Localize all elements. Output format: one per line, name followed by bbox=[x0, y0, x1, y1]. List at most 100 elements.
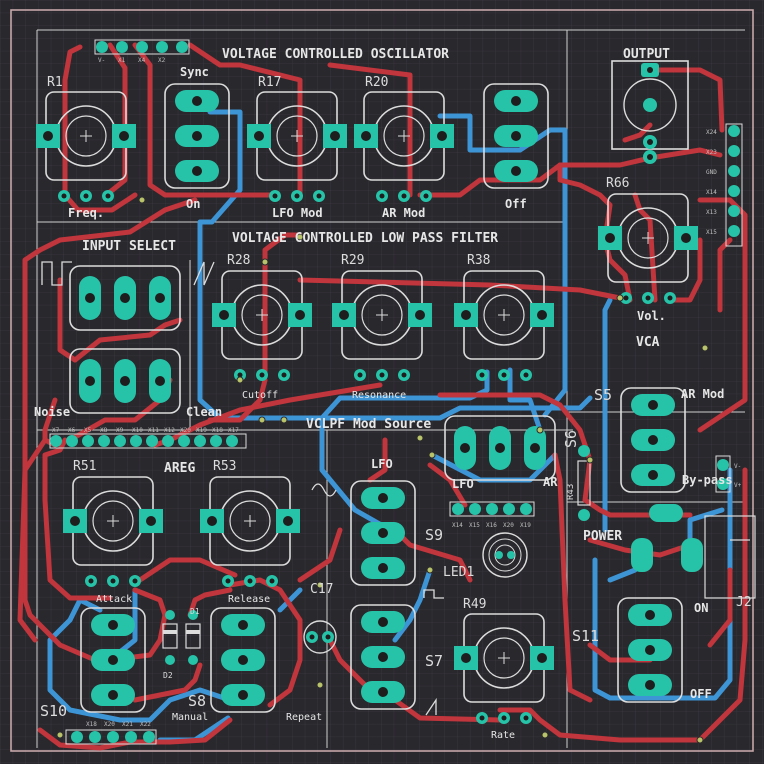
toggle-switches bbox=[80, 83, 686, 713]
label-j2: J2 bbox=[736, 595, 752, 610]
label-off-vco: Off bbox=[505, 197, 527, 211]
label-on: On bbox=[186, 197, 200, 211]
pin-label: X12 bbox=[164, 427, 175, 434]
section-titles: VOLTAGE CONTROLLED OSCILLATOR VOLTAGE CO… bbox=[82, 47, 670, 544]
pin-label: X19 bbox=[196, 427, 207, 434]
label-s5: S5 bbox=[594, 386, 612, 404]
pot-r29 bbox=[332, 270, 432, 381]
pin-label: X9 bbox=[116, 427, 124, 434]
pin-label: V+ bbox=[734, 482, 742, 489]
label-ar-mod-vca: AR Mod bbox=[681, 387, 724, 401]
pin-label: X15 bbox=[469, 522, 480, 529]
pot-r51 bbox=[63, 476, 163, 587]
designator-labels: R1 R17 R20 R28 R29 R38 R66 R51 R53 R49 S… bbox=[40, 75, 752, 720]
label-lfo: LFO bbox=[371, 457, 393, 471]
pin-label: V- bbox=[98, 57, 105, 64]
label-sync: Sync bbox=[180, 65, 209, 79]
switch-s11 bbox=[617, 597, 683, 703]
label-s6: S6 bbox=[562, 430, 580, 448]
label-bypass: By-pass bbox=[682, 473, 733, 487]
label-r51: R51 bbox=[73, 459, 96, 474]
square-pulse-icon bbox=[423, 589, 444, 599]
label-r20: R20 bbox=[365, 75, 388, 90]
label-r38: R38 bbox=[467, 253, 490, 268]
toggle-switches-horizontal bbox=[69, 265, 556, 481]
label-r49: R49 bbox=[463, 597, 486, 612]
switch-s9 bbox=[350, 480, 416, 586]
vclpf-mod-source-title: VCLPF Mod Source bbox=[306, 417, 431, 432]
pin-label: GND bbox=[706, 169, 717, 176]
switch-off-vco bbox=[483, 83, 549, 189]
label-noise: Noise bbox=[34, 405, 70, 419]
pin-label: X19 bbox=[520, 522, 531, 529]
pot-r66 bbox=[598, 193, 698, 304]
label-ar-mod: AR Mod bbox=[382, 206, 425, 220]
label-attack: Attack bbox=[96, 594, 132, 605]
header-top bbox=[94, 39, 190, 55]
waveform-icons bbox=[41, 261, 444, 716]
switch-s6 bbox=[444, 415, 556, 481]
resistor-r43 bbox=[577, 445, 591, 521]
pot-r28 bbox=[212, 270, 312, 381]
label-d1: D1 bbox=[190, 607, 200, 616]
pin-label: X14 bbox=[452, 522, 463, 529]
led bbox=[482, 532, 528, 578]
pot-r20 bbox=[354, 91, 454, 202]
label-c17: C17 bbox=[310, 582, 333, 597]
switch-s7 bbox=[350, 604, 416, 710]
pin-label: X8 bbox=[100, 427, 108, 434]
pin-label: X17 bbox=[228, 427, 239, 434]
pin-label: X5 bbox=[84, 427, 92, 434]
label-s7: S7 bbox=[425, 652, 443, 670]
pin-label: X18 bbox=[86, 721, 97, 728]
label-ar: AR bbox=[543, 475, 558, 489]
pin-label: X18 bbox=[212, 427, 223, 434]
ramp-icon bbox=[425, 697, 437, 716]
switch-s5 bbox=[620, 387, 686, 493]
label-lfo-mod: LFO Mod bbox=[272, 206, 323, 220]
board-outline bbox=[10, 9, 754, 752]
label-s9: S9 bbox=[425, 526, 443, 544]
label-release: Release bbox=[228, 594, 270, 605]
vca-title: VCA bbox=[636, 335, 660, 350]
pin-label: X20 bbox=[104, 721, 115, 728]
pin-label: X11 bbox=[148, 427, 159, 434]
pin-label: X7 bbox=[52, 427, 60, 434]
traces-front bbox=[17, 42, 748, 751]
label-r53: R53 bbox=[213, 459, 236, 474]
pin-label: X20 bbox=[503, 522, 514, 529]
pin-label: X4 bbox=[138, 57, 146, 64]
pot-r38 bbox=[454, 270, 554, 381]
header-lfo bbox=[449, 501, 535, 517]
pin-label: X10 bbox=[132, 427, 143, 434]
pin-label: X16 bbox=[486, 522, 497, 529]
bypass-pads bbox=[631, 504, 703, 572]
header-bottom bbox=[65, 729, 157, 745]
label-lfo-ar: LFO bbox=[452, 477, 474, 491]
switch-s8 bbox=[210, 607, 276, 713]
label-repeat: Repeat bbox=[286, 712, 322, 723]
pin-label: X23 bbox=[706, 149, 717, 156]
label-r28: R28 bbox=[227, 253, 250, 268]
pin-headers bbox=[49, 39, 743, 745]
header-right bbox=[725, 123, 743, 247]
switch-input-select-top bbox=[69, 265, 181, 331]
pin-label: X15 bbox=[706, 229, 717, 236]
label-rate: Rate bbox=[491, 730, 515, 741]
pin-label: X1 bbox=[118, 57, 126, 64]
label-vol: Vol. bbox=[637, 309, 666, 323]
pot-r49 bbox=[454, 613, 554, 724]
label-s11: S11 bbox=[572, 627, 599, 645]
pin-label: X22 bbox=[140, 721, 151, 728]
switch-input-select-bottom bbox=[69, 348, 181, 414]
label-d2: D2 bbox=[163, 671, 173, 680]
switch-s10 bbox=[80, 607, 146, 713]
square-wave-icon bbox=[41, 261, 72, 286]
vco-title: VOLTAGE CONTROLLED OSCILLATOR bbox=[222, 47, 449, 62]
output-jack bbox=[611, 60, 689, 164]
sine-wave-icon bbox=[311, 483, 337, 497]
pot-r17 bbox=[247, 91, 347, 202]
vclpf-title: VOLTAGE CONTROLLED LOW PASS FILTER bbox=[232, 231, 498, 246]
